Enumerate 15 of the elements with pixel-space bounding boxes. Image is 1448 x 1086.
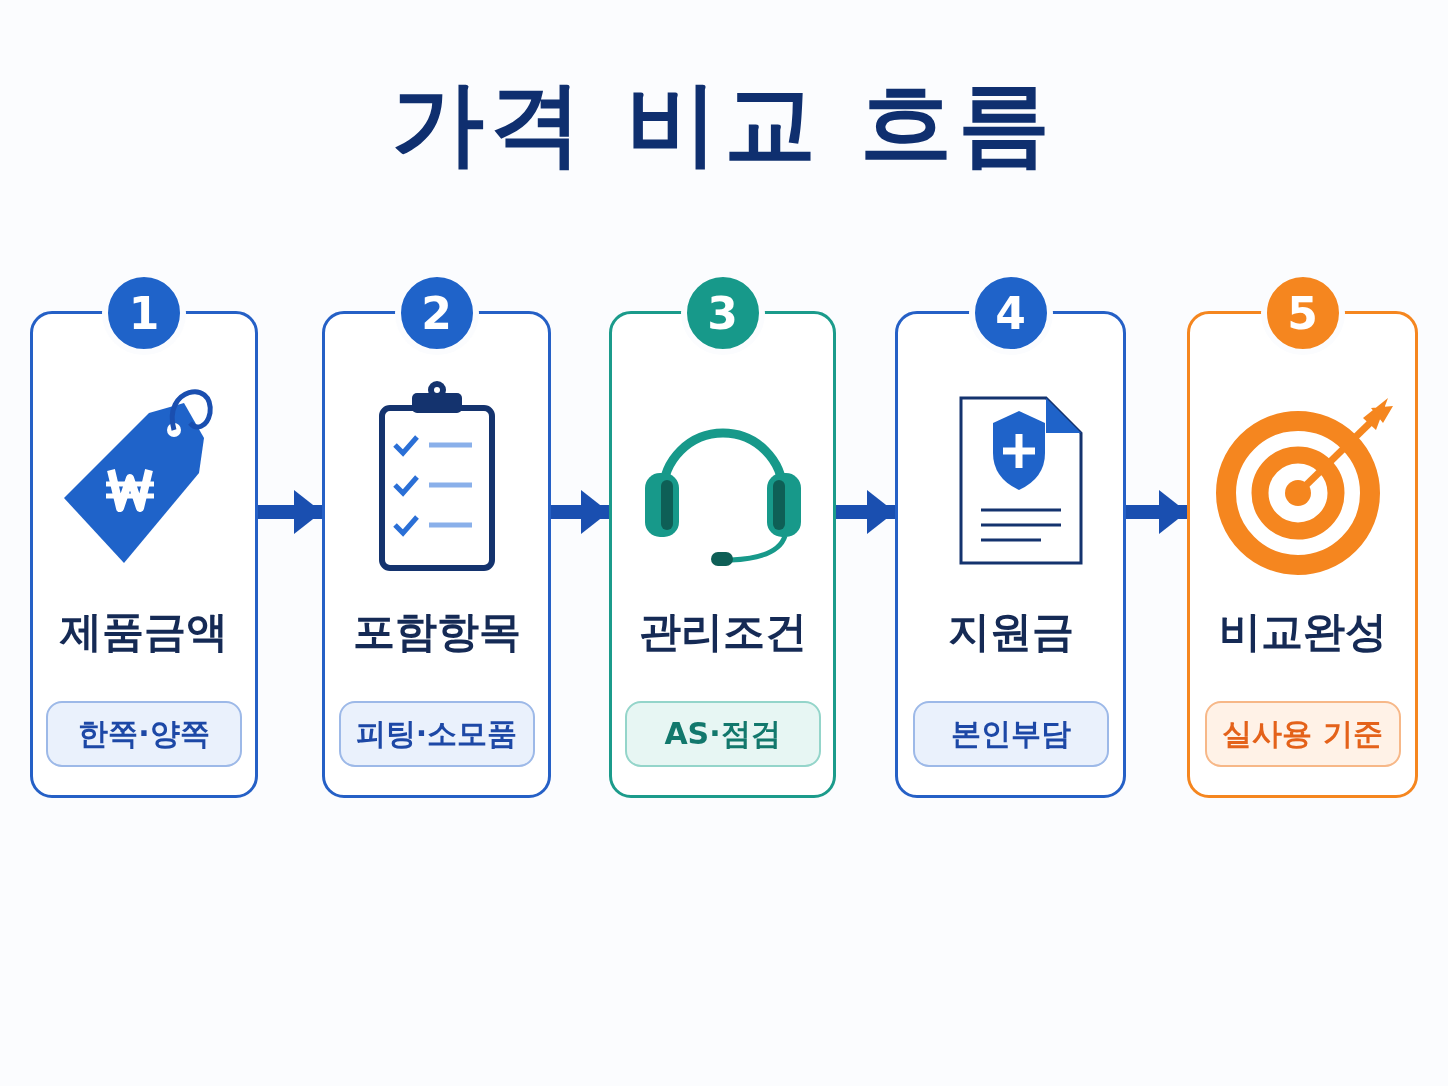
page-title: 가격 비교 흐름 xyxy=(390,69,1058,179)
step-title: 포함항목 xyxy=(351,606,522,658)
step-title: 지원금 xyxy=(946,606,1075,658)
tag-pill: 실사용 기준 xyxy=(1204,701,1401,767)
step-title: 비교완성 xyxy=(1217,606,1388,658)
step-title: 제품금액 xyxy=(58,606,229,658)
tag-pill: 피팅·소모품 xyxy=(338,701,535,767)
arrow xyxy=(551,490,609,534)
arrow xyxy=(836,490,895,534)
tag-pill: 본인부담 xyxy=(912,701,1109,767)
tag-pill: 한쪽·양쪽 xyxy=(46,701,242,767)
arrow xyxy=(258,490,322,534)
arrow xyxy=(1126,490,1187,534)
step-title: 관리조건 xyxy=(637,606,808,658)
tag-pill: AS·점검 xyxy=(624,701,821,767)
